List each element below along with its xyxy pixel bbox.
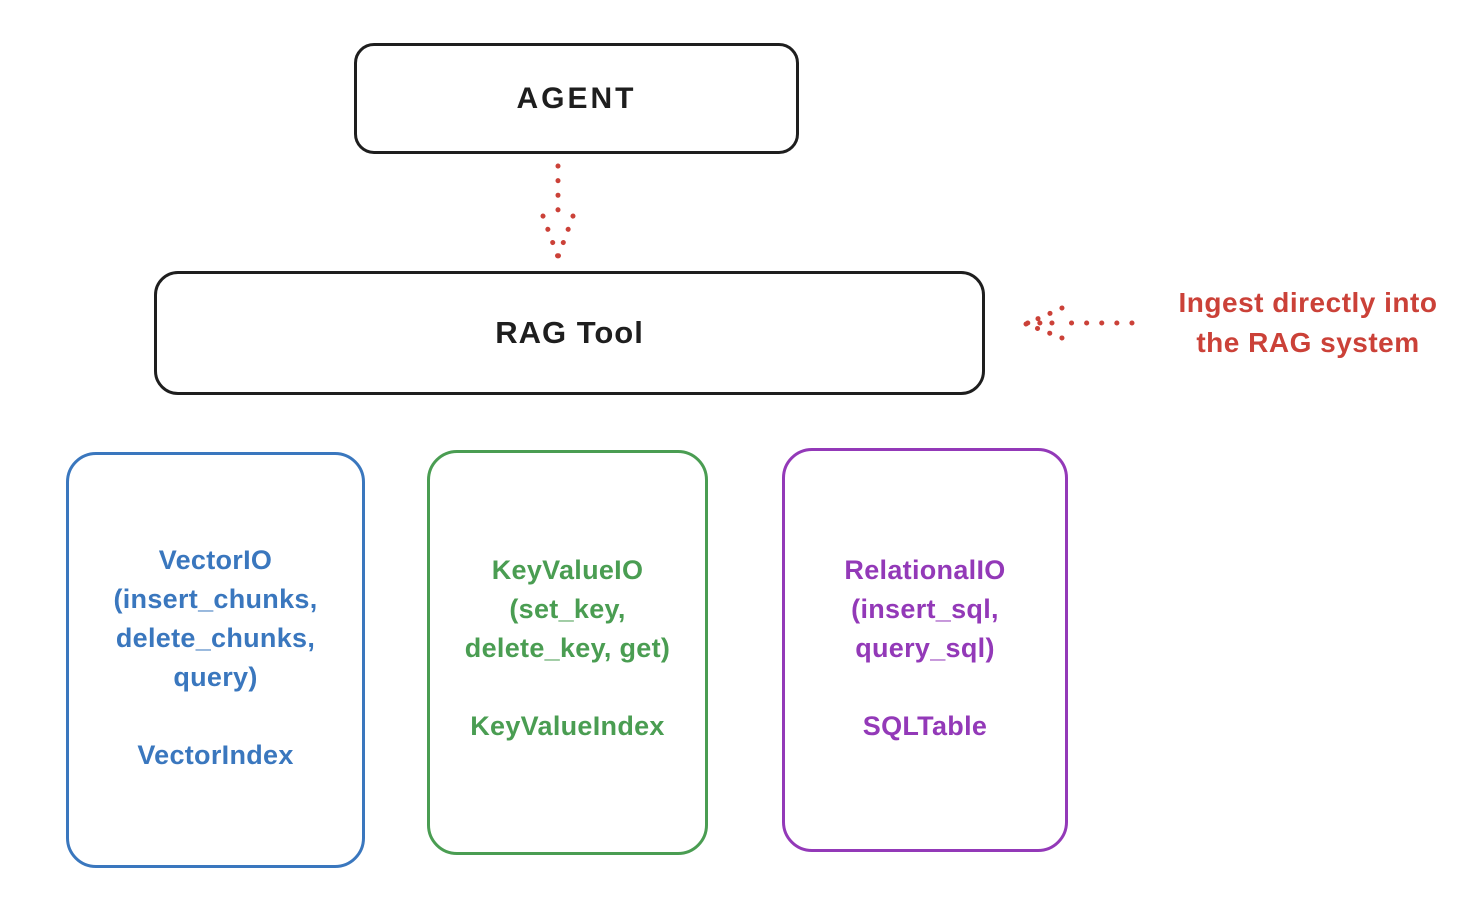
relational-io-line-3: query_sql)	[855, 633, 995, 663]
vector-io-line-3: delete_chunks,	[115, 623, 316, 653]
keyvalue-io-title: KeyValueIO	[491, 555, 644, 585]
vector-index-label: VectorIndex	[137, 740, 294, 770]
dotted-arrow-left-icon	[1023, 305, 1135, 341]
vector-io-line-4: query)	[173, 662, 258, 692]
keyvalue-io-text: KeyValueIO (set_key, delete_key, get) Ke…	[430, 551, 705, 746]
vector-io-title: VectorIO	[158, 545, 273, 575]
ingest-annotation: Ingest directly into the RAG system	[1138, 283, 1478, 363]
rag-tool-label: RAG Tool	[495, 315, 644, 350]
dotted-arrow-down-icon	[540, 163, 576, 260]
keyvalue-io-line-2: (set_key,	[509, 594, 626, 624]
agent-node: AGENT	[354, 43, 799, 154]
ingest-annotation-line-2: the RAG system	[1196, 327, 1420, 358]
relational-io-title: RelationalIO	[844, 555, 1006, 585]
vector-io-text: VectorIO (insert_chunks, delete_chunks, …	[69, 541, 362, 775]
sql-table-label: SQLTable	[862, 711, 988, 741]
keyvalue-index-label: KeyValueIndex	[470, 711, 665, 741]
relational-io-card: RelationalIO (insert_sql, query_sql) SQL…	[782, 448, 1068, 852]
keyvalue-io-card: KeyValueIO (set_key, delete_key, get) Ke…	[427, 450, 708, 855]
relational-io-line-2: (insert_sql,	[851, 594, 999, 624]
rag-tool-node: RAG Tool	[154, 271, 985, 395]
relational-io-text: RelationalIO (insert_sql, query_sql) SQL…	[785, 551, 1065, 746]
ingest-annotation-line-1: Ingest directly into	[1178, 287, 1438, 318]
vector-io-card: VectorIO (insert_chunks, delete_chunks, …	[66, 452, 365, 868]
vector-io-line-2: (insert_chunks,	[113, 584, 318, 614]
keyvalue-io-line-3: delete_key, get)	[464, 633, 671, 663]
agent-label: AGENT	[516, 81, 637, 115]
